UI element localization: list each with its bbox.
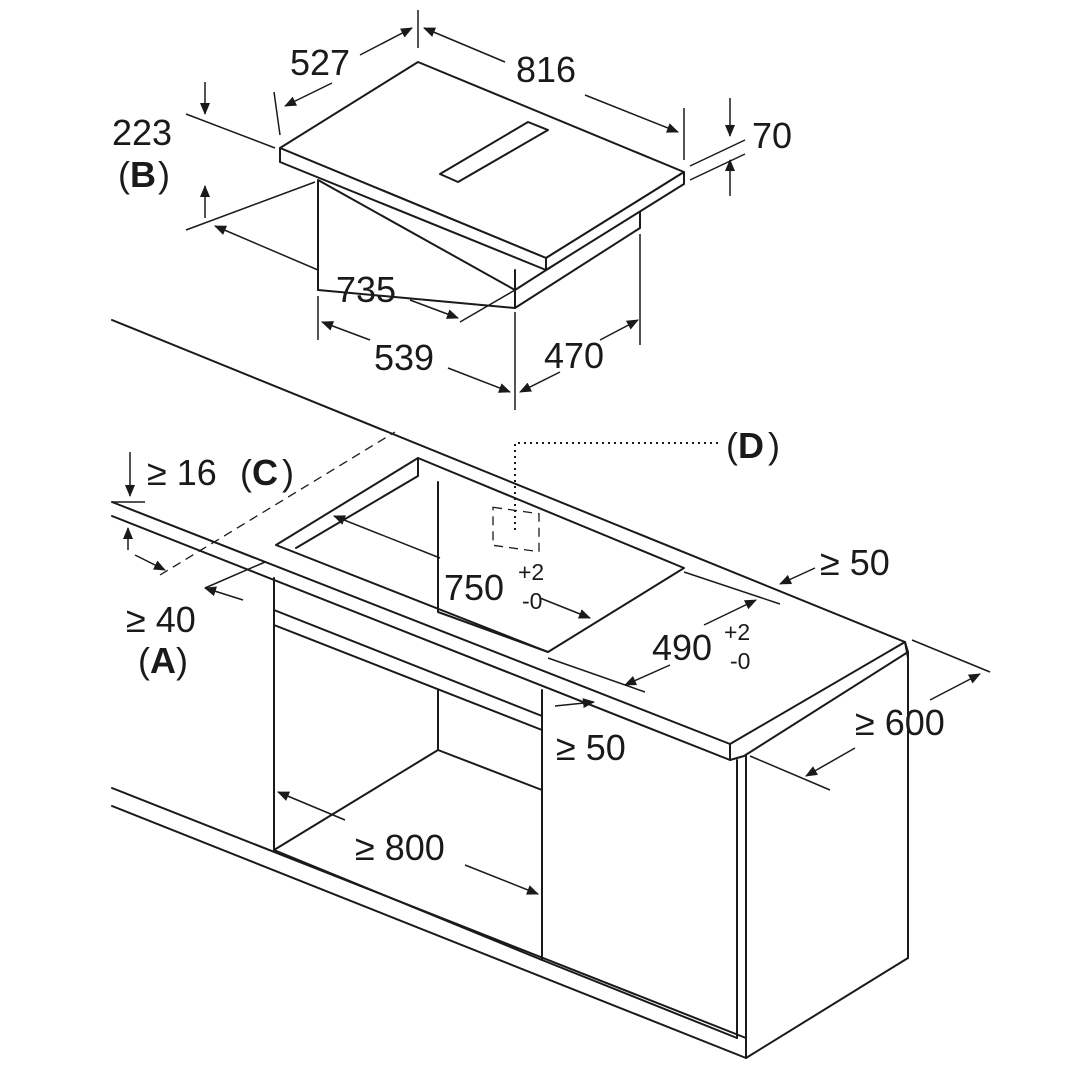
label-hob-width: 816 bbox=[516, 49, 576, 90]
label-body-width-lower: 539 bbox=[374, 337, 434, 378]
label-glass-height: 70 bbox=[752, 115, 792, 156]
label-front-clearance: ≥ 40 bbox=[126, 599, 196, 640]
label-cutout-width-tol-minus: -0 bbox=[522, 588, 542, 614]
extraction-vent bbox=[439, 121, 549, 183]
cabinet-assembly bbox=[111, 319, 909, 1059]
label-cutout-depth-tol-plus: +2 bbox=[724, 619, 750, 645]
hob-unit bbox=[279, 61, 685, 309]
label-cabinet-width: ≥ 800 bbox=[355, 827, 445, 868]
label-cutout-width-tol-plus: +2 bbox=[518, 559, 544, 585]
label-marker-c: C bbox=[252, 452, 278, 493]
label-marker-a: A bbox=[150, 640, 176, 681]
label-cutout-depth: 490 bbox=[652, 627, 712, 668]
label-cutout-width: 750 bbox=[444, 567, 504, 608]
svg-text:): ) bbox=[768, 425, 780, 466]
label-marker-d: D bbox=[738, 425, 764, 466]
label-hob-depth: 527 bbox=[290, 42, 350, 83]
label-paren-b-open: ( bbox=[118, 154, 130, 195]
svg-text:): ) bbox=[176, 640, 188, 681]
label-rear-clearance: ≥ 50 bbox=[820, 542, 890, 583]
worktop-front-top-edge bbox=[111, 501, 731, 745]
plinth-bottom bbox=[111, 805, 747, 1059]
svg-text:): ) bbox=[282, 452, 294, 493]
wall-offset-dashed-line bbox=[159, 431, 396, 576]
label-marker-b: B bbox=[130, 154, 156, 195]
label-worktop-thickness: ≥ 16 bbox=[147, 452, 217, 493]
label-worktop-depth: ≥ 600 bbox=[855, 702, 945, 743]
worktop-cutout bbox=[275, 457, 685, 653]
label-total-height: 223 bbox=[112, 112, 172, 153]
svg-text:(: ( bbox=[726, 425, 738, 466]
label-body-width: 735 bbox=[336, 269, 396, 310]
label-cutout-depth-tol-minus: -0 bbox=[730, 648, 750, 674]
dimension-labels: 527 816 70 223 ( B ) 735 539 470 ≥ 16 ( … bbox=[112, 42, 945, 868]
label-side-clearance: ≥ 50 bbox=[556, 727, 626, 768]
worktop-front-bottom-edge bbox=[111, 515, 731, 761]
label-body-depth: 470 bbox=[544, 335, 604, 376]
svg-text:(: ( bbox=[138, 640, 150, 681]
worktop-right-end bbox=[729, 641, 909, 761]
junction-box-leader bbox=[514, 442, 720, 530]
svg-text:(: ( bbox=[240, 452, 252, 493]
dimension-lines bbox=[112, 10, 991, 895]
wall-line bbox=[111, 319, 906, 643]
cutout-inner-edge bbox=[437, 481, 549, 653]
label-paren-b-close: ) bbox=[158, 154, 170, 195]
